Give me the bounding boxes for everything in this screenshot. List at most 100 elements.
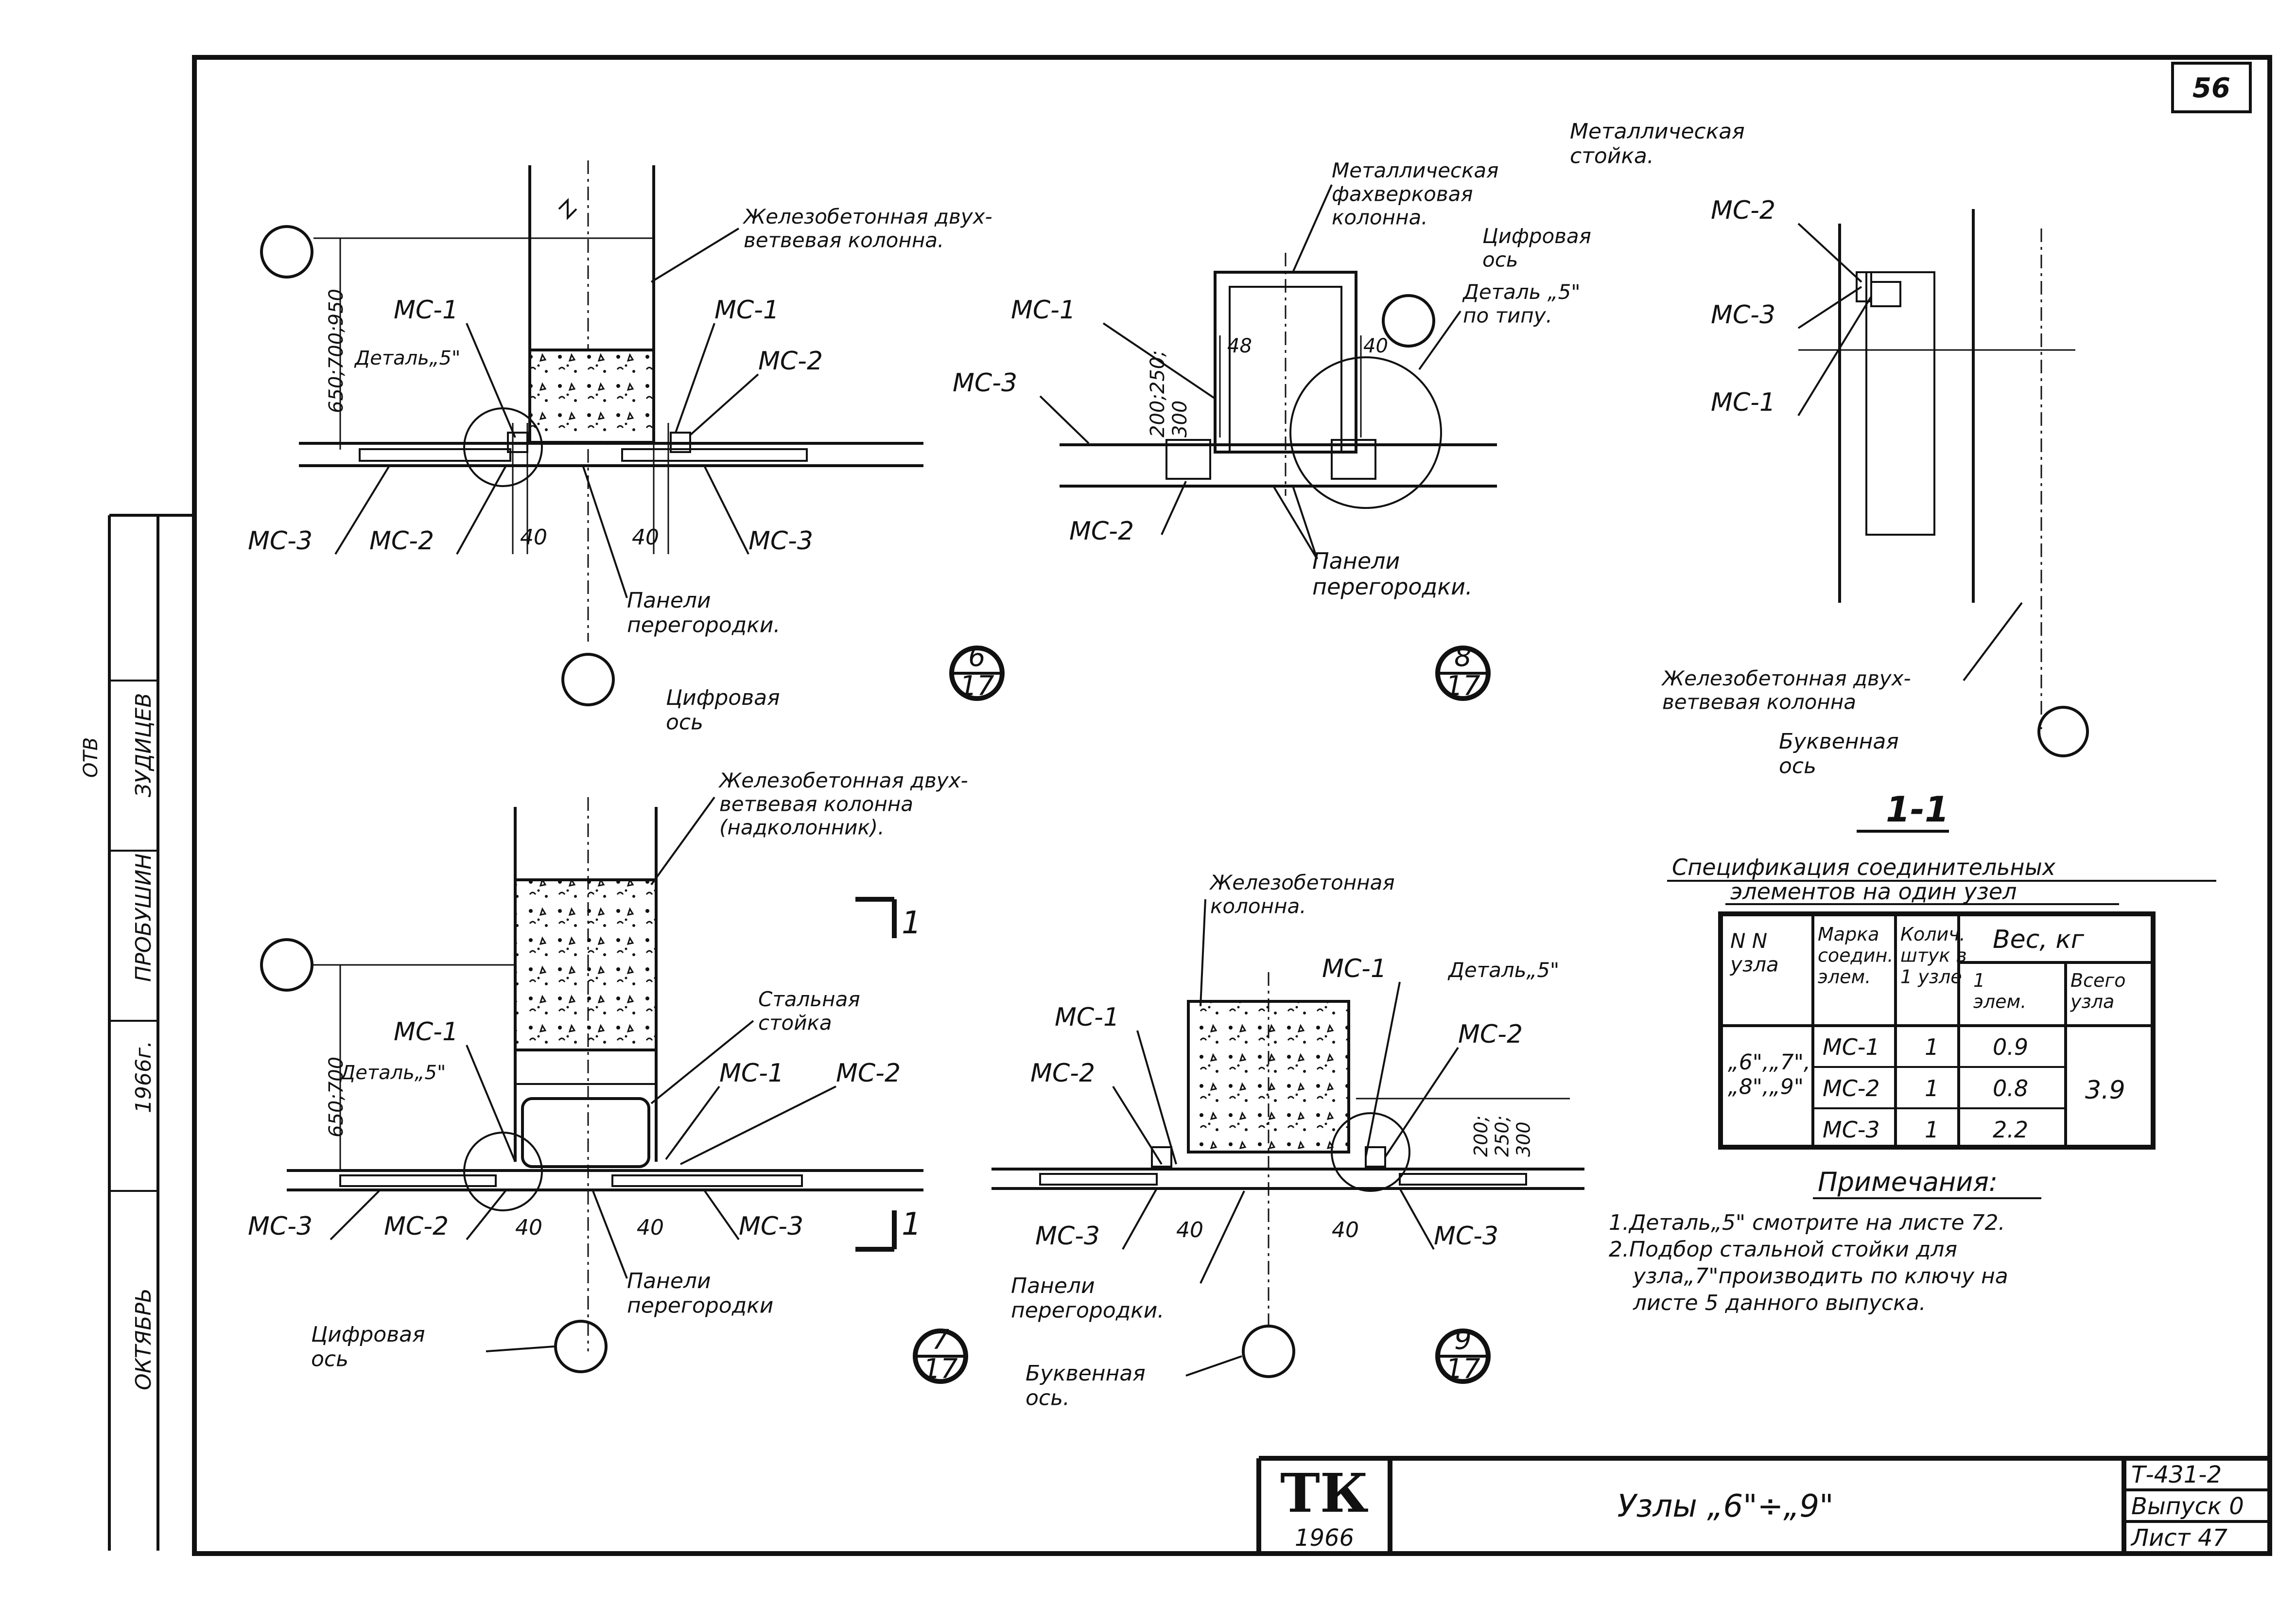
node6-column-label: Железобетонная двух-ветвевая колонна. — [742, 205, 992, 252]
node9-dim-40b: 40 — [1332, 1218, 1359, 1242]
notes-line-3: узла„7"производить по ключу на — [1632, 1264, 2008, 1289]
section11-mc2: МС-2 — [1711, 196, 1775, 225]
spec-table: Спецификация соединительных элементов на… — [1667, 854, 2216, 1150]
node8-dim-48: 48 — [1227, 335, 1252, 357]
notes-line-4: листе 5 данного выпуска. — [1633, 1291, 1926, 1315]
spec-row2-qty: 1 — [1925, 1075, 1939, 1101]
node7-mc1-left: МС-1 — [394, 1017, 458, 1047]
node7-mc3-right: МС-3 — [739, 1212, 803, 1241]
spec-title-1: Спецификация соединительных — [1672, 854, 2056, 880]
notes: Примечания: 1.Деталь„5" смотрите на лист… — [1609, 1167, 2041, 1315]
approval-block: ОКТЯБРЬ 1966г. ПРОБУШИН ЗУДИЦЕВ ОТВ — [80, 514, 194, 1551]
node7-mark-top: 7 — [932, 1324, 949, 1356]
node7-mc2-right: МС-2 — [836, 1059, 901, 1088]
node8-dim-40: 40 — [1363, 335, 1388, 357]
node9-mc1-left: МС-1 — [1055, 1003, 1119, 1032]
spec-row1-mark: МС-1 — [1823, 1034, 1880, 1060]
node9-mc3-right: МС-3 — [1434, 1222, 1498, 1251]
node6-detail: Деталь„5" — [354, 347, 460, 369]
node7-mc2-left: МС-2 — [384, 1212, 449, 1241]
node8-mc1: МС-1 — [1011, 296, 1076, 325]
node7-section-mark-bottom: 1 — [902, 1206, 922, 1242]
spec-node-list: „6",„7",„8",„9" — [1728, 1050, 1810, 1100]
section11-column: Железобетонная двух-ветвевая колонна — [1661, 666, 1911, 714]
approval-date: ОКТЯБРЬ — [131, 1288, 156, 1390]
node6-mark-top: 6 — [968, 641, 986, 673]
node9-mc2-left: МС-2 — [1030, 1059, 1095, 1088]
spec-total: 3.9 — [2085, 1076, 2125, 1105]
spec-row2-w: 0.8 — [1993, 1075, 2028, 1101]
section11-mc3: МС-3 — [1711, 300, 1775, 330]
node-7: 650;700 40 40 Железобетонная двух-ветвев… — [248, 769, 968, 1385]
node8-mc2: МС-2 — [1069, 517, 1134, 546]
node7-dim-height: 650;700 — [325, 1057, 348, 1137]
node9-mc2-right: МС-2 — [1458, 1020, 1523, 1049]
node8-mark-bottom: 17 — [1445, 670, 1480, 702]
node7-detail: Деталь„5" — [339, 1062, 446, 1084]
section11-mc1: МС-1 — [1711, 388, 1775, 417]
node7-mark-bottom: 17 — [923, 1353, 958, 1385]
spec-row3-mark: МС-3 — [1823, 1117, 1880, 1143]
node8-dim-h: 200;250;300 — [1147, 350, 1191, 437]
section11-title: 1-1 — [1886, 789, 1949, 830]
node6-dim-40a: 40 — [520, 525, 547, 550]
node7-mc1-right: МС-1 — [719, 1059, 784, 1088]
node7-column-label: Железобетонная двух-ветвевая колонна(над… — [718, 769, 968, 839]
node9-mc1-right: МС-1 — [1322, 954, 1387, 983]
sheet-code: Т-431-2 — [2131, 1461, 2222, 1488]
stamp-logo: ТК — [1280, 1462, 1369, 1524]
node6-mc2-left: МС-2 — [369, 526, 434, 556]
notes-line-1: 1.Деталь„5" смотрите на листе 72. — [1609, 1210, 2005, 1235]
spec-row2-mark: МС-2 — [1823, 1075, 1880, 1101]
node7-mc3-left: МС-3 — [248, 1212, 313, 1241]
node7-section-mark-top: 1 — [902, 905, 922, 941]
sheet-frame — [192, 55, 2272, 1556]
sheet-number: Лист 47 — [2130, 1524, 2227, 1552]
node8-mark-top: 8 — [1454, 641, 1472, 673]
spec-row3-qty: 1 — [1925, 1117, 1939, 1143]
node6-mc3-right: МС-3 — [748, 526, 813, 556]
node6-mc1-right: МС-1 — [714, 296, 779, 325]
spec-title-2: элементов на один узел — [1730, 878, 2017, 905]
node9-dim-40a: 40 — [1176, 1218, 1203, 1242]
node9-mark-top: 9 — [1454, 1324, 1472, 1356]
node6-mc2-right: МС-2 — [758, 347, 823, 376]
notes-title: Примечания: — [1818, 1167, 1998, 1197]
page-number-box: 56 — [2171, 62, 2252, 113]
node7-column-concrete — [514, 878, 658, 1051]
notes-line-2: 2.Подбор стальной стойки для — [1609, 1237, 1957, 1262]
page-number: 56 — [2192, 72, 2230, 104]
node8-detail: Деталь „5"по типу. — [1462, 280, 1581, 327]
sheet-issue: Выпуск 0 — [2131, 1493, 2244, 1520]
node7-dim-40a: 40 — [515, 1215, 542, 1240]
node9-mark-bottom: 17 — [1445, 1353, 1480, 1385]
title-block: ТК 1966 Узлы „6"÷„9" Т-431-2 Выпуск 0 Ли… — [1256, 1456, 2270, 1554]
spec-row1-qty: 1 — [1925, 1034, 1939, 1060]
approval-year: 1966г. — [131, 1041, 156, 1113]
node8-mc3: МС-3 — [953, 368, 1017, 398]
spec-row3-w: 2.2 — [1993, 1117, 2028, 1143]
node6-mc3-left: МС-3 — [248, 526, 313, 556]
node9-detail: Деталь„5" — [1447, 958, 1559, 982]
node9-dim-h: 200;250;300 — [1470, 1116, 1534, 1157]
spec-header-weight: Вес, кг — [1993, 925, 2085, 954]
node9-mc3-left: МС-3 — [1035, 1222, 1100, 1251]
